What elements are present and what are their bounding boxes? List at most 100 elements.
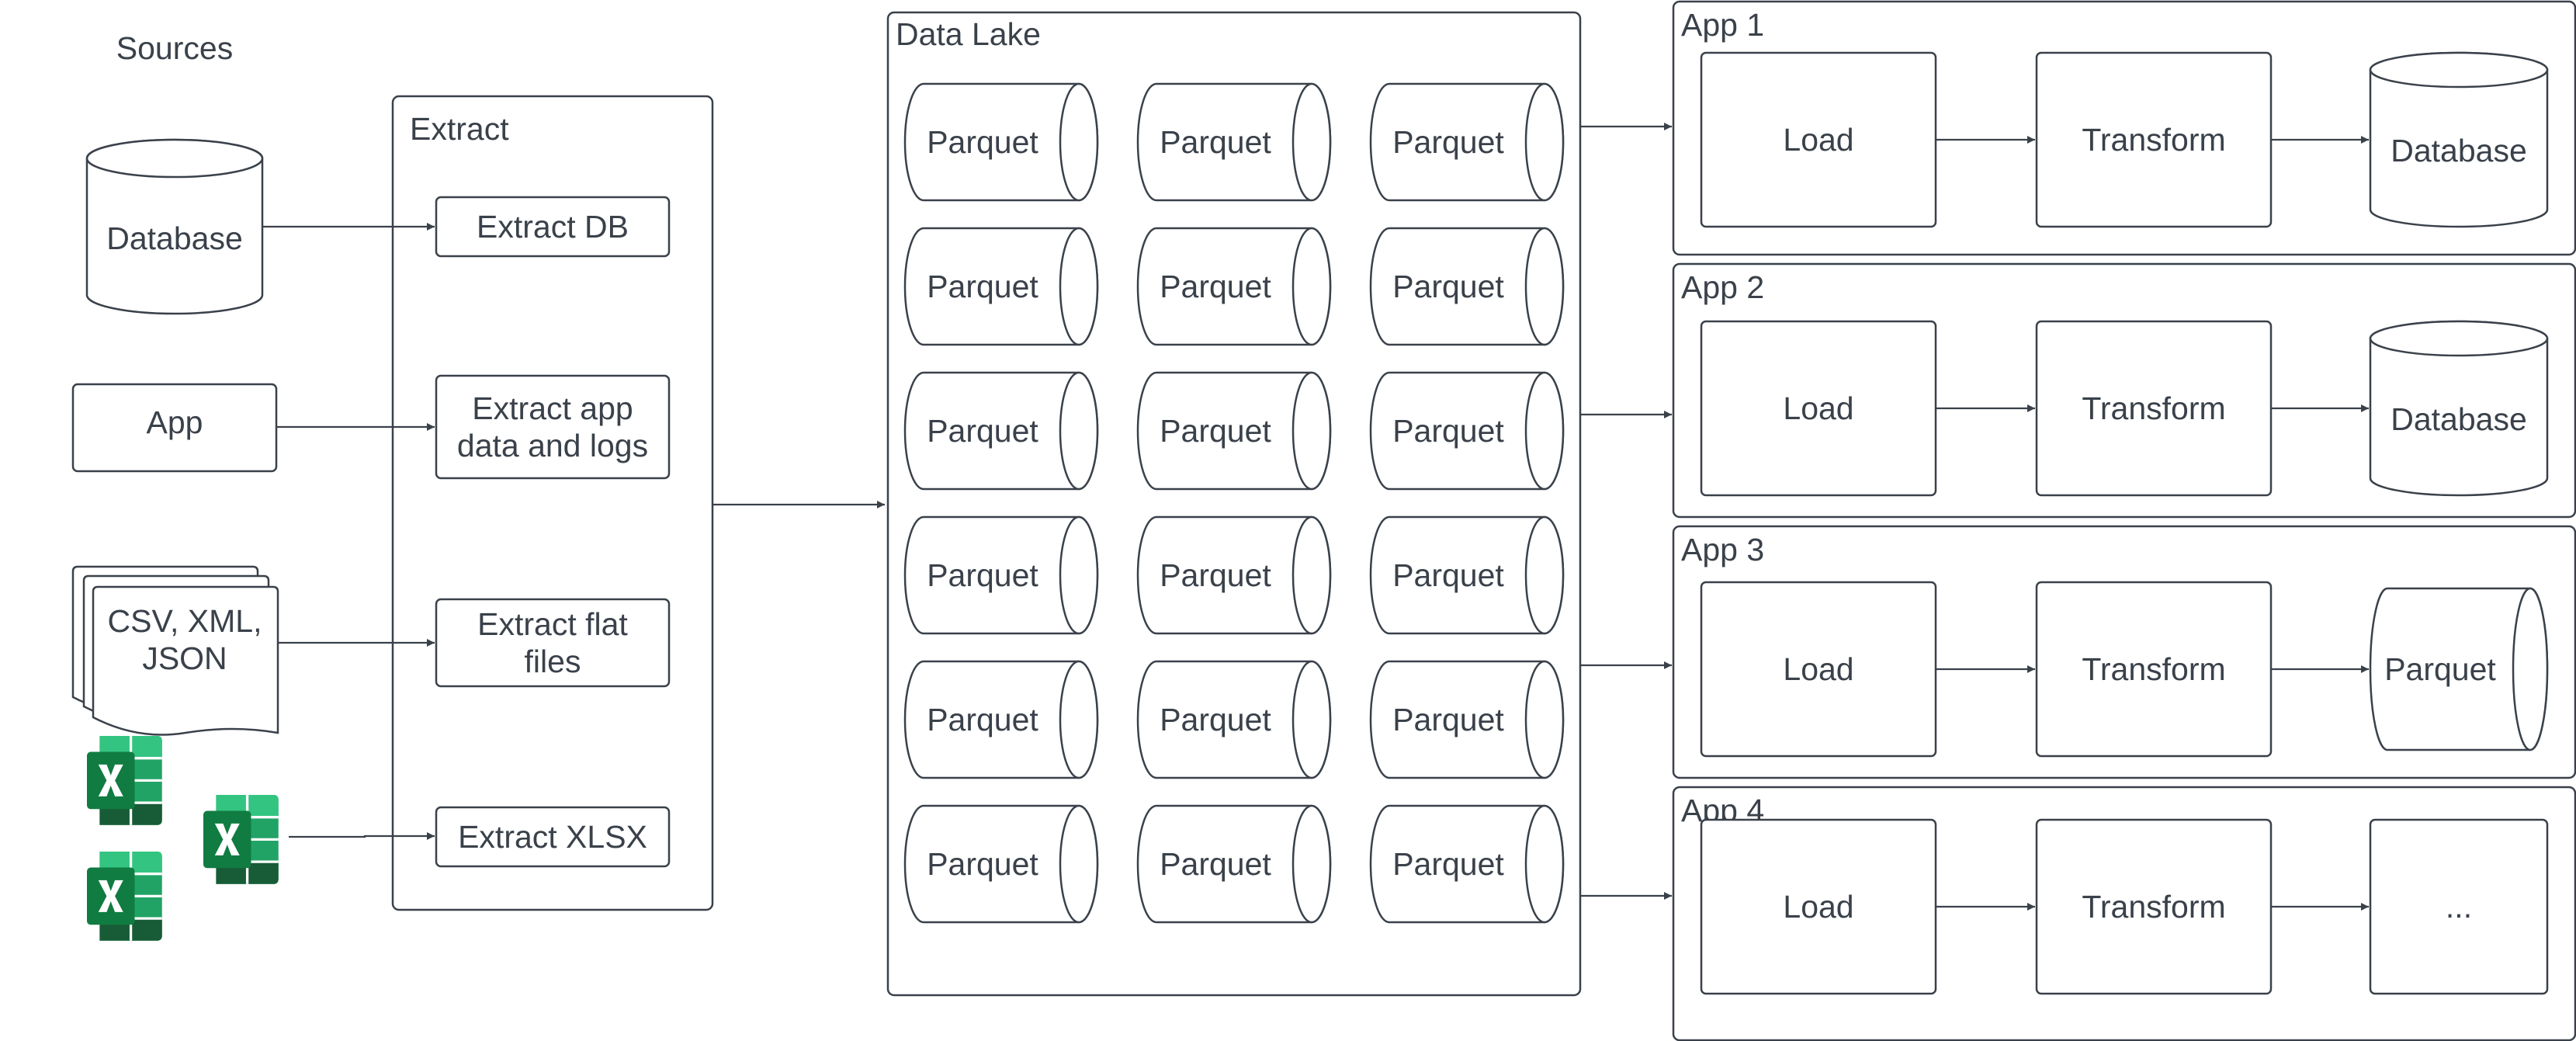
transform-label: Transform bbox=[2082, 390, 2225, 426]
extract-step-label: files bbox=[525, 644, 581, 679]
cylinder-end bbox=[1059, 371, 1099, 491]
parquet-label: Parquet bbox=[1160, 702, 1271, 737]
parquet-label: Parquet bbox=[927, 702, 1038, 737]
parquet-r2-c1: Parquet bbox=[903, 227, 1099, 346]
cylinder-end bbox=[1059, 804, 1099, 924]
extract-step-label: Extract app bbox=[472, 390, 633, 426]
cylinder-top bbox=[2369, 320, 2549, 357]
source-database: Database bbox=[85, 138, 264, 315]
cylinder-end bbox=[1291, 660, 1332, 779]
extract-step-4: Extract XLSX bbox=[435, 806, 671, 868]
parquet-label: Parquet bbox=[1160, 124, 1271, 160]
cylinder-end bbox=[1291, 227, 1332, 346]
parquet-label: Parquet bbox=[927, 557, 1038, 593]
load-label: Load bbox=[1783, 651, 1853, 687]
target-placeholder-box bbox=[2369, 818, 2549, 995]
parquet-r6-c2: Parquet bbox=[1136, 804, 1332, 924]
cylinder-top bbox=[85, 138, 264, 179]
parquet-r3-c3: Parquet bbox=[1369, 371, 1565, 491]
source-app: App bbox=[71, 383, 278, 473]
excel-x-glyph bbox=[98, 764, 123, 796]
cylinder-end bbox=[1524, 660, 1565, 779]
cylinder-end bbox=[1059, 82, 1099, 202]
extract-step-label: Extract DB bbox=[477, 209, 629, 245]
parquet-r6-c1: Parquet bbox=[903, 804, 1099, 924]
data-lake-title: Data Lake bbox=[896, 16, 1041, 52]
parquet-label: Parquet bbox=[1392, 269, 1504, 304]
extract-step-label: Extract flat bbox=[477, 606, 628, 642]
source-files: CSV, XML,JSON bbox=[71, 565, 279, 736]
parquet-r1-c3: Parquet bbox=[1369, 82, 1565, 202]
load-label: Load bbox=[1783, 122, 1853, 158]
parquet-label: Parquet bbox=[927, 846, 1038, 882]
cylinder-top bbox=[2369, 51, 2549, 88]
parquet-r2-c3: Parquet bbox=[1369, 227, 1565, 346]
target-database: Database bbox=[2369, 320, 2549, 497]
parquet-r5-c3: Parquet bbox=[1369, 660, 1565, 779]
extract-title: Extract bbox=[410, 111, 509, 147]
cylinder-end bbox=[2512, 587, 2549, 751]
extract-container-box bbox=[391, 95, 714, 911]
file-page-3 bbox=[92, 585, 279, 736]
excel-icon-2 bbox=[87, 852, 162, 941]
cylinder-end bbox=[1291, 804, 1332, 924]
parquet-label: Parquet bbox=[1160, 413, 1271, 449]
source-app-label: App bbox=[147, 404, 203, 440]
target-parquet: Parquet bbox=[2369, 587, 2549, 751]
target-label: Database bbox=[2391, 133, 2527, 168]
parquet-r6-c3: Parquet bbox=[1369, 804, 1565, 924]
cylinder-end bbox=[1291, 515, 1332, 635]
app-title: App 3 bbox=[1681, 532, 1764, 567]
cylinder-end bbox=[1524, 371, 1565, 491]
excel-x-glyph bbox=[98, 880, 123, 912]
target-label: Database bbox=[2391, 401, 2527, 437]
load-label: Load bbox=[1783, 889, 1853, 925]
parquet-r3-c1: Parquet bbox=[903, 371, 1099, 491]
extract-step-box bbox=[435, 374, 671, 480]
extract-step-box bbox=[435, 598, 671, 688]
target-database: Database bbox=[2369, 51, 2549, 228]
parquet-r4-c2: Parquet bbox=[1136, 515, 1332, 635]
cylinder-end bbox=[1059, 227, 1099, 346]
cylinder-end bbox=[1524, 227, 1565, 346]
extract-step-label: Extract XLSX bbox=[458, 819, 647, 855]
extract-step-label: data and logs bbox=[457, 428, 648, 463]
source-database-label: Database bbox=[106, 220, 243, 256]
app-title: App 2 bbox=[1681, 269, 1764, 305]
parquet-label: Parquet bbox=[927, 413, 1038, 449]
app-container-1: App 1 Load Transform Database bbox=[1672, 0, 2576, 256]
extract-step-box bbox=[435, 196, 671, 258]
source-files-line-2: JSON bbox=[142, 640, 227, 676]
sources-title: Sources bbox=[116, 30, 233, 66]
cylinder-end bbox=[1524, 82, 1565, 202]
cylinder-end bbox=[1059, 660, 1099, 779]
parquet-label: Parquet bbox=[1160, 557, 1271, 593]
parquet-r4-c3: Parquet bbox=[1369, 515, 1565, 635]
cylinder-end bbox=[1291, 371, 1332, 491]
extract-step-1: Extract DB bbox=[435, 196, 671, 258]
app-title: App 1 bbox=[1681, 7, 1764, 43]
parquet-label: Parquet bbox=[1392, 846, 1504, 882]
parquet-label: Parquet bbox=[927, 269, 1038, 304]
source-files-line-1: CSV, XML, bbox=[107, 603, 262, 639]
cylinder-end bbox=[1524, 804, 1565, 924]
target-label: Parquet bbox=[2384, 651, 2496, 687]
parquet-label: Parquet bbox=[1160, 846, 1271, 882]
parquet-label: Parquet bbox=[1392, 124, 1504, 160]
transform-label: Transform bbox=[2082, 889, 2225, 925]
cylinder-end bbox=[1059, 515, 1099, 635]
parquet-r2-c2: Parquet bbox=[1136, 227, 1332, 346]
extract-step-box bbox=[435, 806, 671, 868]
parquet-r1-c1: Parquet bbox=[903, 82, 1099, 202]
target-label: ... bbox=[2446, 889, 2472, 925]
excel-icon-3 bbox=[203, 795, 279, 884]
transform-label: Transform bbox=[2082, 122, 2225, 158]
